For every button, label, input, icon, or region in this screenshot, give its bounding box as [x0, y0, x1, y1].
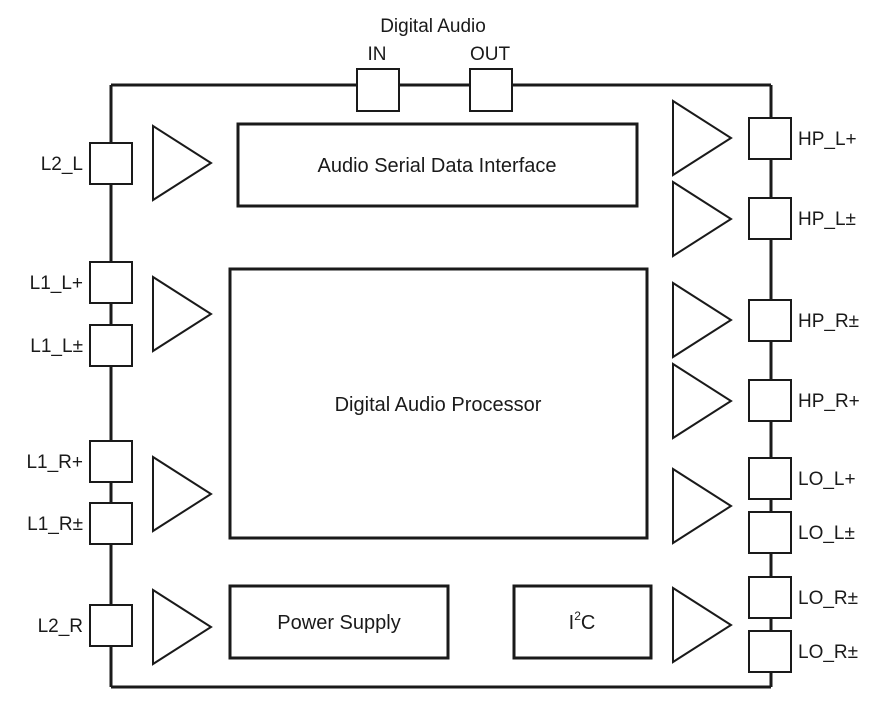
pin-l2-r [89, 604, 133, 647]
digital-audio-in-label: IN [368, 44, 387, 65]
pin-hp-r-minus [748, 299, 792, 342]
pin-label-hp-r-minus: HP_R± [798, 311, 859, 332]
pin-label-hp-l-minus: HP_L± [798, 209, 856, 230]
pin-l2-l [89, 142, 133, 185]
amplifier-icon-l1-l [152, 275, 213, 353]
pin-label-l1-r-plus: L1_R+ [26, 452, 83, 473]
pin-lo-r-minus-1 [748, 576, 792, 619]
pin-hp-l-plus [748, 117, 792, 160]
amplifier-icon-hp-l-plus [672, 99, 733, 177]
pin-label-l1-l-minus: L1_L± [30, 336, 83, 357]
amplifier-icon-hp-r-minus [672, 281, 733, 359]
amplifier-icon-l2-l [152, 124, 213, 202]
pin-label-l2-l: L2_L [41, 154, 83, 175]
amplifier-icon-lo-l [672, 467, 733, 545]
digital-audio-out-label: OUT [470, 44, 511, 65]
pin-l1-r-plus [89, 440, 133, 483]
power-supply-block [228, 584, 450, 660]
pin-label-lo-l-minus: LO_L± [798, 523, 855, 544]
pin-label-lo-r-minus-1: LO_R± [798, 588, 858, 609]
digital-audio-in-pin [356, 68, 400, 112]
audio-serial-data-interface-block [236, 122, 639, 208]
pin-hp-r-plus [748, 379, 792, 422]
pin-l1-l-plus [89, 261, 133, 304]
pin-lo-l-plus [748, 457, 792, 500]
pin-label-lo-l-plus: LO_L+ [798, 469, 856, 490]
pin-label-l1-r-minus: L1_R± [27, 514, 83, 535]
pin-l1-r-minus [89, 502, 133, 545]
i2c-label: I2C [569, 609, 596, 634]
digital-audio-processor-block [228, 267, 649, 540]
amplifier-icon-l2-r [152, 588, 213, 666]
pin-label-l1-l-plus: L1_L+ [30, 273, 83, 294]
amplifier-icon-hp-r-plus [672, 362, 733, 440]
digital-audio-out-pin [469, 68, 513, 112]
pin-label-lo-r-minus-2: LO_R± [798, 642, 858, 663]
power-supply-label: Power Supply [277, 612, 400, 634]
audio-serial-data-interface-label: Audio Serial Data Interface [317, 155, 556, 177]
pin-lo-r-minus-2 [748, 630, 792, 673]
i2c-block [512, 584, 653, 660]
pin-l1-l-minus [89, 324, 133, 367]
digital-audio-title: Digital Audio [380, 16, 486, 37]
digital-audio-processor-label: Digital Audio Processor [335, 394, 542, 416]
pin-label-l2-r: L2_R [38, 616, 83, 637]
pin-lo-l-minus [748, 511, 792, 554]
pin-hp-l-minus [748, 197, 792, 240]
pin-label-hp-r-plus: HP_R+ [798, 391, 860, 412]
pin-label-hp-l-plus: HP_L+ [798, 129, 857, 150]
amplifier-icon-l1-r [152, 455, 213, 533]
amplifier-icon-lo-r [672, 586, 733, 664]
amplifier-icon-hp-l-minus [672, 180, 733, 258]
